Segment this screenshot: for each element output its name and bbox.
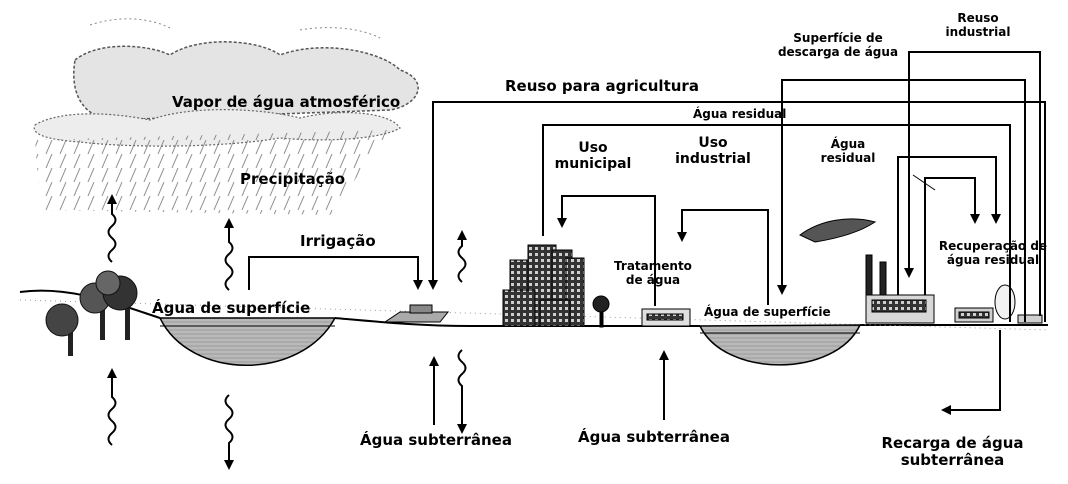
pointer-line [912,174,936,191]
label-surface-water-left: Água de superfície [152,299,311,317]
trees [45,270,138,356]
label-surface-discharge: Superfície de descarga de água [777,31,899,59]
label-industrial-use: Uso industrial [675,135,751,168]
label-agriculture-reuse: Reuso para agricultura [505,77,699,95]
label-precipitation: Precipitação [240,170,346,188]
label-wastewater-top: Água residual [693,107,787,121]
evaporation-arrows [107,194,467,446]
label-industrial-reuse: Reuso industrial [945,11,1011,39]
label-wastewater-right: Água residual [820,137,876,165]
label-groundwater-1: Água subterrânea [360,431,512,449]
cloud-layer [33,18,419,147]
infiltration-arrows [224,349,467,470]
label-surface-water-right: Água de superfície [704,305,831,319]
city-buildings [502,244,610,328]
label-atmospheric-vapor: Vapor de água atmosférico [172,93,401,111]
label-groundwater-2: Água subterrânea [578,428,730,446]
label-water-treatment: Tratamento de água [614,259,692,287]
lake-left [158,317,337,366]
label-irrigation: Irrigação [300,232,376,250]
factory [799,218,935,324]
farm-equipment [383,304,450,323]
lake-right [698,324,862,366]
label-groundwater-recharge: Recarga de água subterrânea [881,434,1024,470]
water-treatment-plant [641,308,691,327]
rain-area [35,130,390,215]
flow-arrows [248,51,1046,425]
label-wastewater-recovery: Recuperação de água residual [938,239,1048,267]
wastewater-recovery-plant [954,284,1043,324]
label-municipal-use: Uso municipal [554,140,632,173]
